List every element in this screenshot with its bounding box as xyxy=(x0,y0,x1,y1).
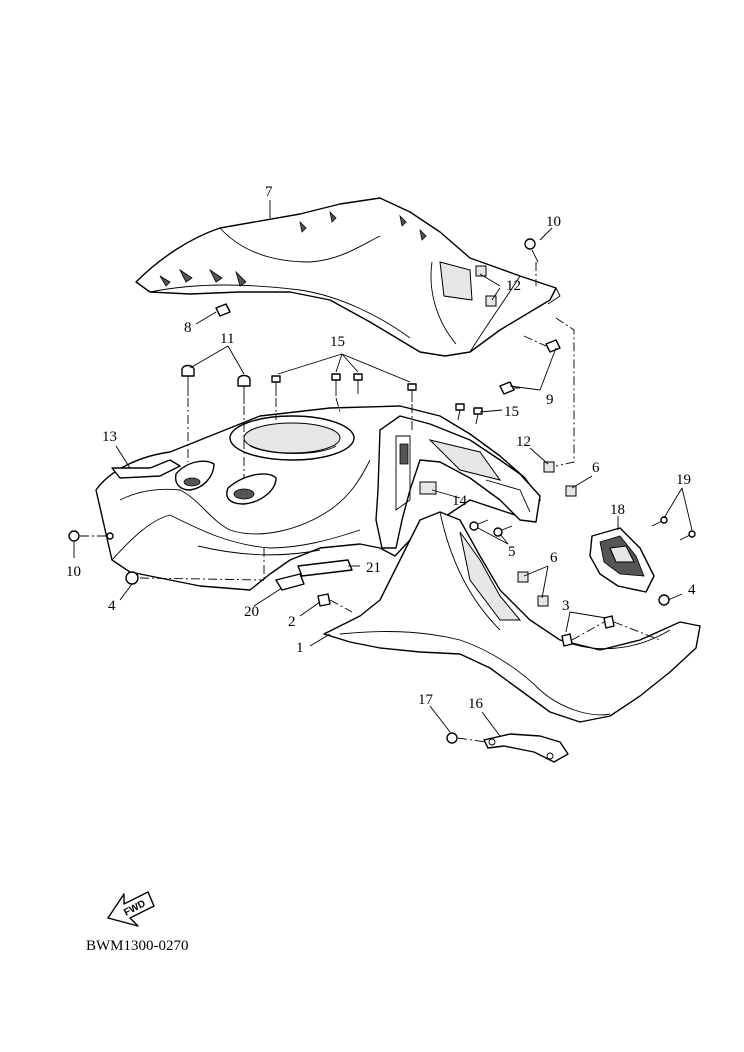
callout-9: 9 xyxy=(546,392,554,408)
part-16-bracket xyxy=(483,733,569,763)
callout-11: 11 xyxy=(220,331,234,347)
callout-18: 18 xyxy=(610,502,625,518)
callout-5: 5 xyxy=(508,544,516,560)
fwd-arrow-icon: FWD xyxy=(107,891,155,927)
callout-7: 7 xyxy=(265,184,273,200)
part-13-main-body xyxy=(95,405,541,591)
callout-4-left: 4 xyxy=(108,598,116,614)
callout-20: 20 xyxy=(244,604,259,620)
part-7-upper-cover xyxy=(135,197,561,357)
callout-4-right: 4 xyxy=(688,582,696,598)
drawing-code: BWM1300-0270 xyxy=(86,938,189,954)
callout-19: 19 xyxy=(676,472,691,488)
part-1-lower-side-panel xyxy=(323,511,701,723)
callout-2: 2 xyxy=(288,614,296,630)
part-18-lamp xyxy=(589,527,655,593)
callout-21: 21 xyxy=(366,560,381,576)
callout-6-bottom: 6 xyxy=(550,550,558,566)
callout-6-top: 6 xyxy=(592,460,600,476)
callout-12-mid: 12 xyxy=(516,434,531,450)
callout-labels: 7 10 12 8 11 15 9 15 13 12 6 19 14 18 5 … xyxy=(66,184,696,712)
callout-8: 8 xyxy=(184,320,192,336)
callout-13: 13 xyxy=(102,429,117,445)
callout-3: 3 xyxy=(562,598,570,614)
callout-1: 1 xyxy=(296,640,304,656)
fasteners xyxy=(68,238,696,744)
callout-14: 14 xyxy=(452,493,468,509)
callout-10-top: 10 xyxy=(546,214,561,230)
callout-10-left: 10 xyxy=(66,564,81,580)
callout-17: 17 xyxy=(418,692,434,708)
callout-12-top: 12 xyxy=(506,278,521,294)
leader-lines xyxy=(73,200,693,743)
callout-15-right: 15 xyxy=(504,404,519,420)
callout-15-top: 15 xyxy=(330,334,345,350)
callout-16: 16 xyxy=(468,696,484,712)
